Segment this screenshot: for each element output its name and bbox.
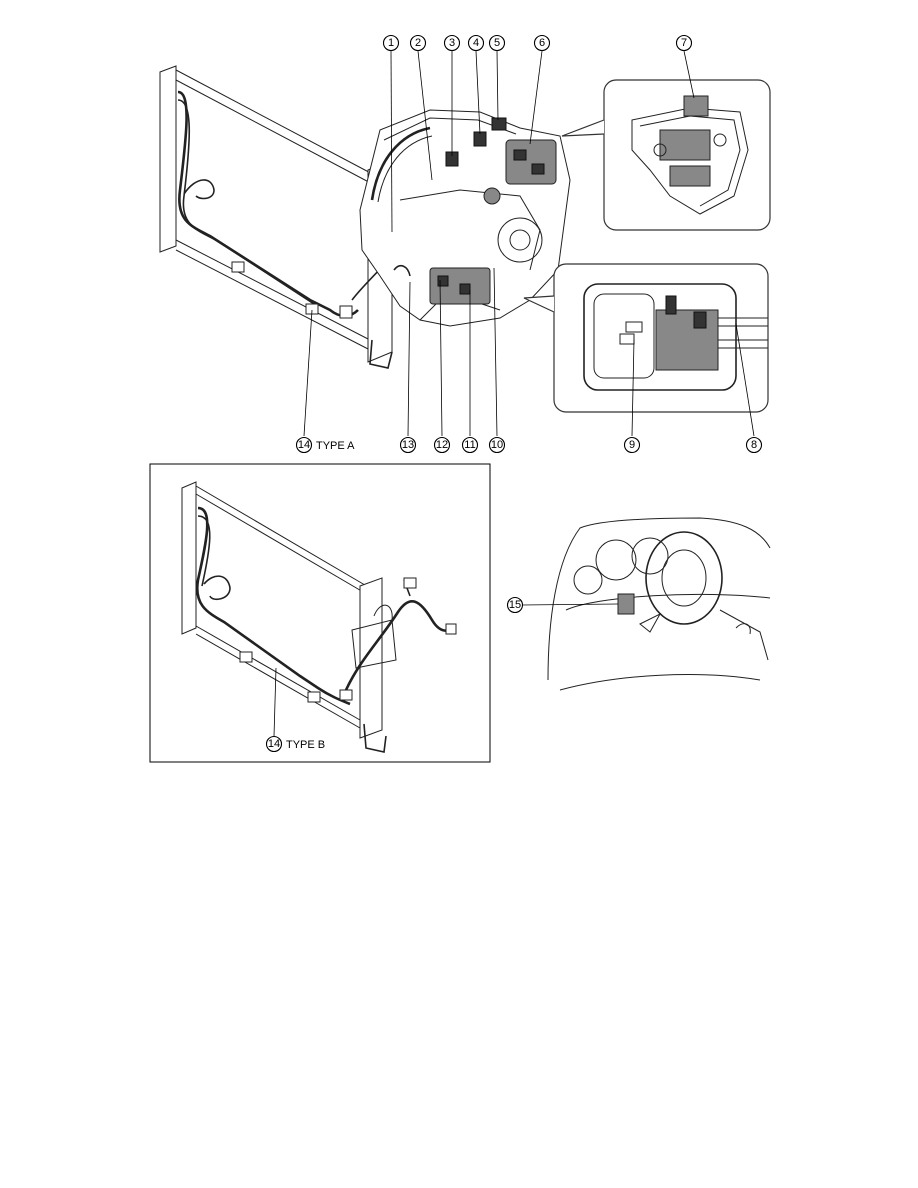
callout-12: 12: [433, 436, 451, 454]
svg-text:1: 1: [388, 37, 394, 49]
top-leaders: [303, 50, 755, 437]
callout-14-type-b: 14: [265, 735, 283, 753]
callout-4: 4: [467, 34, 485, 52]
transaxle-body: [359, 109, 571, 327]
svg-text:7: 7: [681, 37, 687, 49]
callout-7: 7: [675, 34, 693, 52]
svg-text:4: 4: [473, 37, 479, 49]
svg-text:6: 6: [539, 37, 545, 49]
leader-15: [521, 603, 619, 606]
svg-text:14: 14: [268, 738, 280, 750]
svg-text:15: 15: [509, 599, 521, 611]
svg-text:5: 5: [494, 37, 500, 49]
type-b-frame: [149, 463, 491, 763]
callout-13: 13: [399, 436, 417, 454]
svg-text:2: 2: [415, 37, 421, 49]
callout-15: 15: [506, 596, 524, 614]
svg-text:12: 12: [436, 439, 448, 451]
svg-text:14: 14: [298, 439, 310, 451]
callout-11: 11: [461, 436, 479, 454]
svg-text:13: 13: [402, 439, 414, 451]
type-b-label: TYPE B: [286, 739, 325, 751]
svg-text:3: 3: [449, 37, 455, 49]
callout-8: 8: [745, 436, 763, 454]
callout-3: 3: [443, 34, 461, 52]
radiator-type-b: [181, 481, 457, 753]
type-a-label: TYPE A: [316, 440, 355, 452]
valve-body-detail-lower: [523, 263, 769, 413]
dashboard-inset: [547, 517, 771, 691]
callout-6: 6: [533, 34, 551, 52]
svg-text:10: 10: [491, 439, 503, 451]
valve-body-detail-upper: [561, 79, 771, 231]
callout-2: 2: [409, 34, 427, 52]
callout-10: 10: [488, 436, 506, 454]
svg-text:9: 9: [629, 439, 635, 451]
leader-14b: [273, 667, 277, 737]
svg-text:11: 11: [464, 439, 475, 451]
svg-text:8: 8: [751, 439, 757, 451]
callout-5: 5: [488, 34, 506, 52]
callout-14-type-a: 14: [295, 436, 313, 454]
callout-9: 9: [623, 436, 641, 454]
callout-1: 1: [382, 34, 400, 52]
